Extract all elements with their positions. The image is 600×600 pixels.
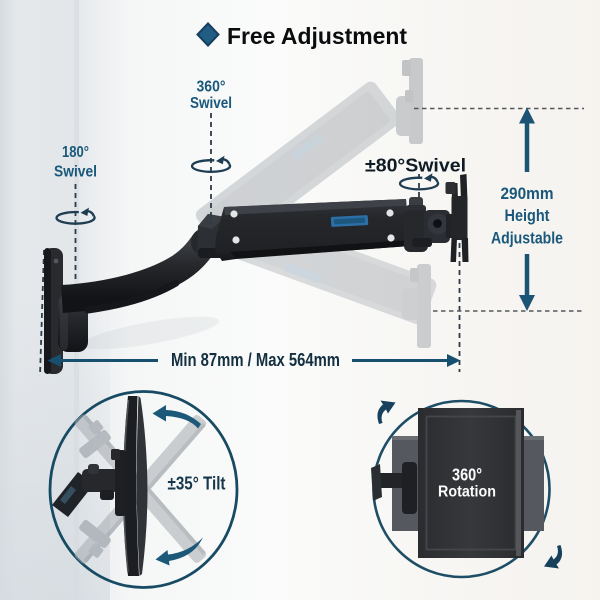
svg-text:Height: Height xyxy=(505,206,550,225)
svg-text:290mm: 290mm xyxy=(501,184,554,203)
svg-text:Swivel: Swivel xyxy=(54,164,97,181)
svg-text:Rotation: Rotation xyxy=(438,484,496,501)
svg-text:360°: 360° xyxy=(452,465,482,485)
svg-text:Min 87mm / Max 564mm: Min 87mm / Max 564mm xyxy=(171,350,340,370)
svg-text:360°: 360° xyxy=(197,79,226,96)
svg-text:±35° Tilt: ±35° Tilt xyxy=(168,473,226,494)
svg-text:±80°Swivel: ±80°Swivel xyxy=(365,156,466,176)
svg-text:Swivel: Swivel xyxy=(190,95,232,112)
svg-text:Adjustable: Adjustable xyxy=(491,229,563,248)
svg-text:180°: 180° xyxy=(62,144,89,161)
svg-text:Free Adjustment: Free Adjustment xyxy=(227,23,407,49)
